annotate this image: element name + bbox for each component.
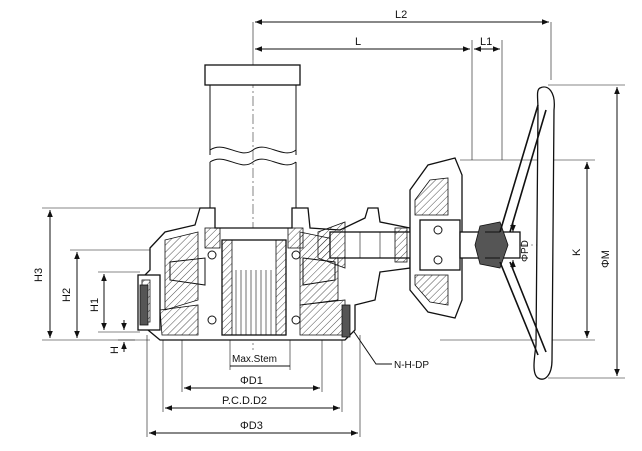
dim-n-h-dp: N-H-DP	[394, 360, 429, 371]
stem-housing	[204, 64, 301, 210]
dim-l: L	[355, 36, 361, 48]
dim-h3: H3	[33, 268, 45, 282]
dim-l1: L1	[480, 36, 492, 48]
dim-h2: H2	[61, 288, 73, 302]
dim-h: H	[109, 346, 121, 354]
dim-max-stem: Max.Stem	[232, 354, 277, 365]
gearbox-body	[137, 207, 411, 341]
dim-phi-m: ΦM	[600, 250, 612, 268]
dim-k: K	[571, 248, 583, 256]
dimension-lines	[42, 19, 625, 437]
dim-phi-d3: ΦD3	[240, 420, 263, 432]
input-shaft	[317, 221, 421, 269]
dim-h1: H1	[89, 298, 101, 312]
handwheel-hub	[409, 157, 521, 319]
dimension-text: L2 L L1 ΦM K ΦPD H3 H2 H1 H Max.Stem N-H…	[33, 9, 612, 432]
dim-phi-pd: ΦPD	[520, 240, 531, 262]
dim-l2: L2	[395, 9, 407, 21]
dim-phi-d1: ΦD1	[240, 375, 263, 387]
handwheel	[499, 86, 555, 380]
dim-pcd-d2: P.C.D.D2	[222, 395, 267, 407]
